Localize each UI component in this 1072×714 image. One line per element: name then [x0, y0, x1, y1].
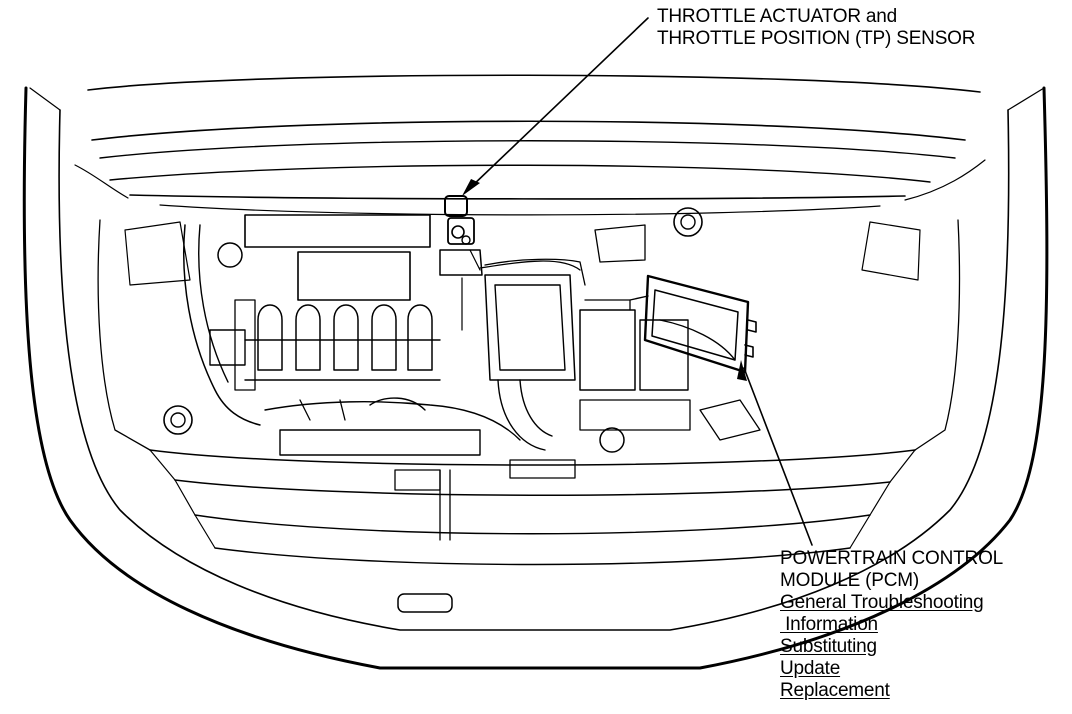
battery-area: [579, 299, 691, 431]
hoses-and-lower-engine: [183, 224, 761, 541]
replacement-link[interactable]: Replacement: [780, 680, 890, 701]
fender-lines: [97, 219, 961, 451]
substituting-link[interactable]: Substituting: [780, 636, 877, 657]
air-intake-duct: [484, 258, 586, 451]
pcm-callout: POWERTRAIN CONTROL MODULE (PCM) General …: [780, 548, 1003, 702]
reservoir-caps: [163, 207, 703, 453]
intake-manifold: [234, 214, 441, 391]
leader-lines: [462, 17, 813, 546]
throttle-body: [439, 195, 483, 276]
hood-outline: [22, 74, 1049, 670]
pcm-arrowhead: [737, 360, 747, 381]
pcm-callout-line-2: MODULE (PCM): [780, 570, 920, 591]
throttle-leader-line: [469, 17, 649, 189]
pcm-leader-line: [743, 367, 813, 546]
update-link[interactable]: Update: [780, 658, 841, 679]
cowl-panel: [74, 120, 986, 216]
pcm-callout-line-1: POWERTRAIN CONTROL: [780, 548, 1004, 569]
general-troubleshooting-link[interactable]: General Troubleshooting: [780, 592, 984, 613]
information-link[interactable]: Information: [780, 614, 878, 635]
throttle-callout-line-2: THROTTLE POSITION (TP) SENSOR: [657, 28, 976, 49]
throttle-callout: THROTTLE ACTUATOR and THROTTLE POSITION …: [657, 6, 975, 50]
front-bumper: [149, 449, 916, 613]
throttle-callout-line-1: THROTTLE ACTUATOR and: [657, 6, 898, 27]
pcm-module: [629, 274, 757, 374]
throttle-arrowhead: [462, 179, 480, 196]
